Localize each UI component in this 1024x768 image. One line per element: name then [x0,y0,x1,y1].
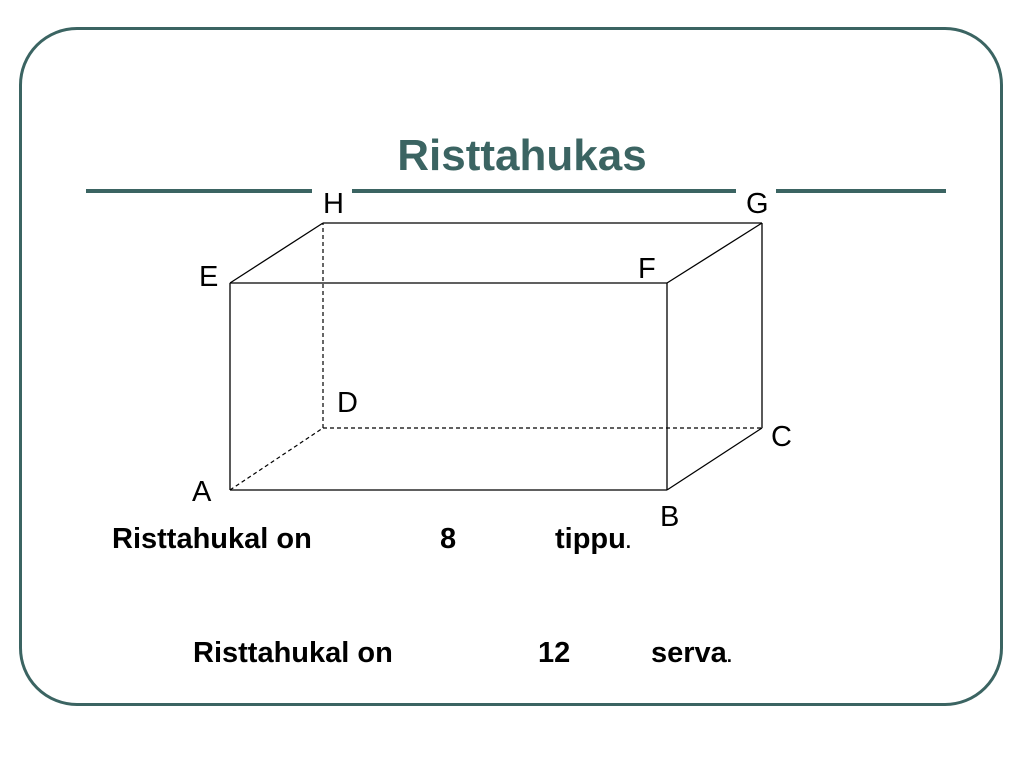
statement-vertices-noun: tippu. [555,522,631,559]
statement-edges-count: 12 [538,637,571,669]
edge-HE [229,222,324,284]
statement-vertices-prefix: Risttahukal on [112,523,312,555]
edge-FG [666,222,763,284]
vertex-label-A: A [192,476,212,508]
edge-AD [229,427,324,491]
vertex-label-E: E [199,261,218,293]
vertex-label-B: B [660,501,679,533]
vertex-label-G: G [746,188,769,220]
visible-edges [229,222,763,491]
vertex-label-C: C [771,421,792,453]
vertex-label-H: H [323,188,344,220]
edge-BC [666,427,763,491]
statement-vertices-period: . [625,532,631,552]
statement-vertices: Risttahukal on 8 tippu. [0,522,1024,558]
slide-frame [19,27,1003,706]
vertex-label-F: F [638,253,656,285]
statement-edges-noun-text: serva [651,637,727,669]
statement-vertices-noun-text: tippu [555,523,626,555]
hidden-edges [229,223,762,491]
statement-edges-period: . [726,646,732,666]
statement-edges: Risttahukal on 12 serva. [0,636,1024,672]
statement-edges-prefix: Risttahukal on [193,637,393,669]
vertex-label-D: D [337,387,358,419]
slide-title: Risttahukas [397,131,647,180]
statement-vertices-count: 8 [440,523,457,555]
statement-edges-noun: serva. [651,636,732,673]
